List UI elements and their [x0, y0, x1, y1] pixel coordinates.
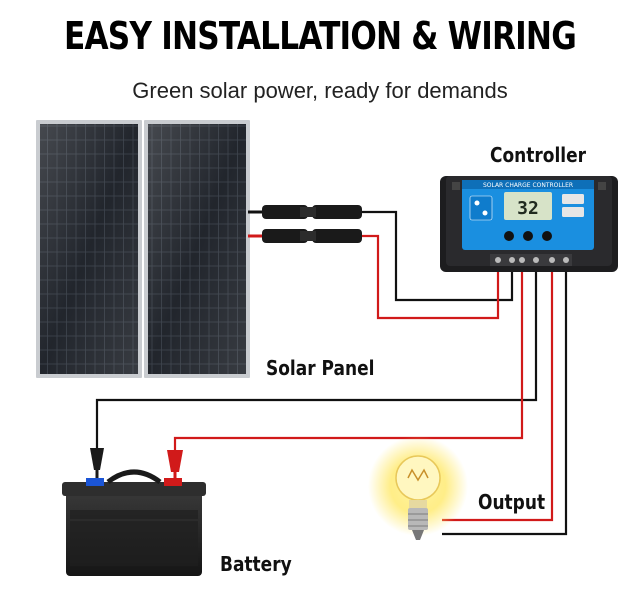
mc4-connectors — [248, 205, 362, 243]
solar-panel-left — [36, 120, 142, 378]
charge-controller: SOLAR CHARGE CONTROLLER 32 — [440, 176, 618, 272]
controller-button-1 — [504, 231, 514, 241]
wire-battery-negative — [95, 262, 538, 448]
controller-button-3 — [542, 231, 552, 241]
controller-lcd — [504, 192, 552, 220]
wire-output-positive — [442, 262, 554, 522]
battery-label: Battery — [220, 552, 292, 576]
output-label: Output — [478, 490, 546, 514]
controller-lcd-value: 32 — [517, 198, 539, 219]
light-bulb-icon — [368, 436, 468, 540]
solar-panel-label: Solar Panel — [266, 356, 375, 380]
wire-battery-positive — [173, 262, 524, 452]
controller-brand-text: SOLAR CHARGE CONTROLLER — [483, 182, 573, 189]
controller-button-2 — [523, 231, 533, 241]
solar-panel-right — [144, 120, 250, 378]
wire-panel-negative — [362, 210, 514, 302]
wire-panel-positive — [362, 234, 500, 320]
usb-port-2 — [562, 207, 584, 217]
controller-terminals — [490, 254, 572, 266]
page-subtitle: Green solar power, ready for demands — [132, 78, 508, 103]
wire-output-negative — [442, 262, 568, 536]
controller-label: Controller — [490, 143, 587, 167]
battery — [62, 469, 206, 576]
usb-port-1 — [562, 194, 584, 204]
battery-clip-negative — [90, 448, 104, 482]
page-title: EASY INSTALLATION & WIRING — [64, 14, 577, 58]
